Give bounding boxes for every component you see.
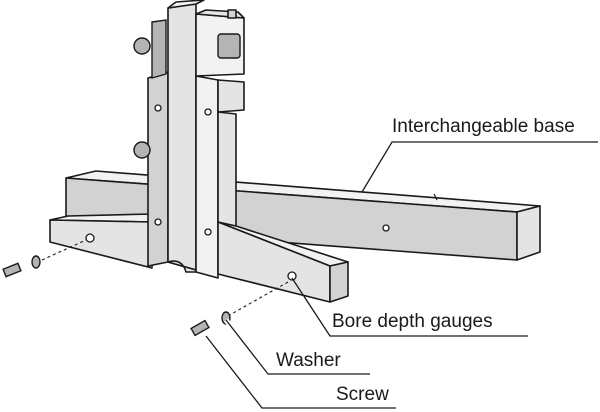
slider-screw-1: [204, 108, 212, 116]
column-notch: [167, 260, 197, 273]
slider-screw-2: [204, 228, 212, 236]
front-gauge-end: [329, 261, 349, 303]
slider-front-plate: [195, 75, 219, 279]
left-screw-icon: [2, 262, 22, 278]
label-interchangeable-base: Interchangeable base: [392, 116, 575, 137]
label-screw: Screw: [336, 384, 389, 405]
leader-screw: [205, 335, 396, 409]
front-gauge-riser: [217, 111, 237, 227]
base-edge-mark: [433, 193, 438, 201]
column-inner-rail: [151, 19, 167, 79]
front-screw-icon: [190, 319, 210, 337]
column-screw-1: [154, 104, 162, 112]
slider-guide: [217, 79, 245, 113]
left-gauge-screw-hole: [85, 233, 95, 243]
column-back-plate: [147, 71, 169, 267]
column-screw-2: [154, 218, 162, 226]
left-gauge-front: [49, 219, 153, 269]
front-bore-depth-gauge: [217, 111, 390, 303]
front-gauge-screw-hole: [287, 271, 297, 281]
leader-lines: [204, 141, 598, 411]
rear-knob-upper: [133, 37, 151, 55]
front-slider: [154, 75, 245, 279]
base-screw-hole: [382, 224, 390, 232]
rear-knob-lower: [133, 141, 151, 159]
left-bore-depth-gauge: [49, 213, 153, 269]
leader-bore-depth-gauges: [291, 277, 528, 337]
left-fasteners: [2, 239, 87, 278]
left-assembly-line: [41, 239, 87, 261]
lock-knob: [217, 33, 241, 59]
head-block: [133, 9, 245, 159]
front-fasteners: [190, 281, 289, 337]
leader-interchangeable-base: [361, 141, 598, 193]
leader-washer: [225, 319, 370, 375]
base-end-face: [516, 205, 541, 261]
column-side-plate: [167, 3, 197, 271]
label-bore-depth-gauges: Bore depth gauges: [332, 311, 493, 332]
main-column: [147, 0, 205, 273]
column-top: [167, 0, 205, 9]
lock-stud: [227, 9, 237, 19]
label-washer: Washer: [276, 350, 341, 371]
left-washer-icon: [31, 255, 41, 269]
